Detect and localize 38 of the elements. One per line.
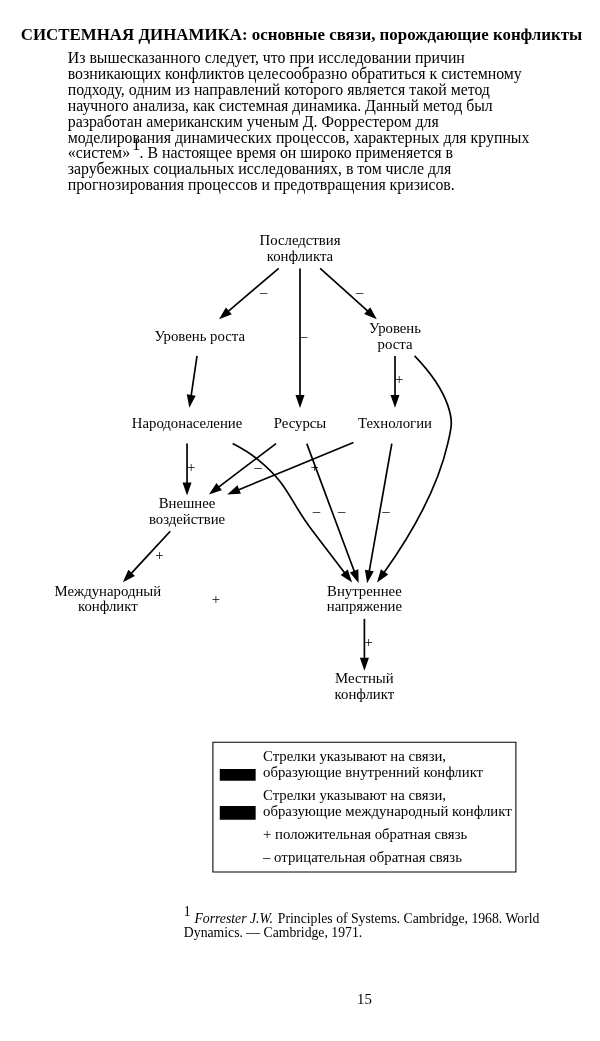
node-text: Внешнее воздействие [148,494,226,527]
arrow [231,442,353,583]
node-text: Уровень роста [369,319,422,352]
edge-label: – [254,458,262,475]
legend-label: – отрицательная обратная связь [263,848,462,865]
label: + [211,590,221,607]
node-text: Последствия конфликта [259,231,341,264]
edge-label: + [364,633,373,650]
edge-label: – [382,502,390,519]
arrow [186,354,198,408]
legend-label: + положительная обратная связь [263,825,468,842]
arrow [305,442,359,583]
edge-label: – [355,283,364,300]
legend-label: Стрелки указывают на связи, образующие международный конфликт [263,786,512,819]
node-text: Народонаселение [131,414,243,431]
label: 15 [357,990,372,1007]
node-text: Уровень роста [154,327,245,344]
arrow [227,441,355,494]
edge-label: – [312,502,321,519]
arrow [364,442,393,583]
arrow [359,617,369,671]
arrow [219,267,280,319]
node-text: Технологии [358,414,432,431]
edge-label: + [155,546,164,563]
edge-label: – [300,327,308,344]
node-text: Внутреннее напряжение [326,582,403,614]
node-text: Местный конфликт [334,669,395,702]
arrow [122,529,172,582]
node-text: Международный конфликт [54,582,162,614]
edge-label: – [338,502,346,519]
node-text: Ресурсы [273,414,327,431]
arrow [295,267,305,408]
arrow [208,442,277,494]
edge-label: – [259,283,268,300]
legend-label: Стрелки указывают на связи, образующие внутренний конфликт [263,747,484,780]
diagram-title: СИСТЕМНАЯ ДИНАМИКА: основные связи, порождающие конфликты [20,24,583,44]
arrow [319,267,377,319]
arrow [377,354,453,582]
